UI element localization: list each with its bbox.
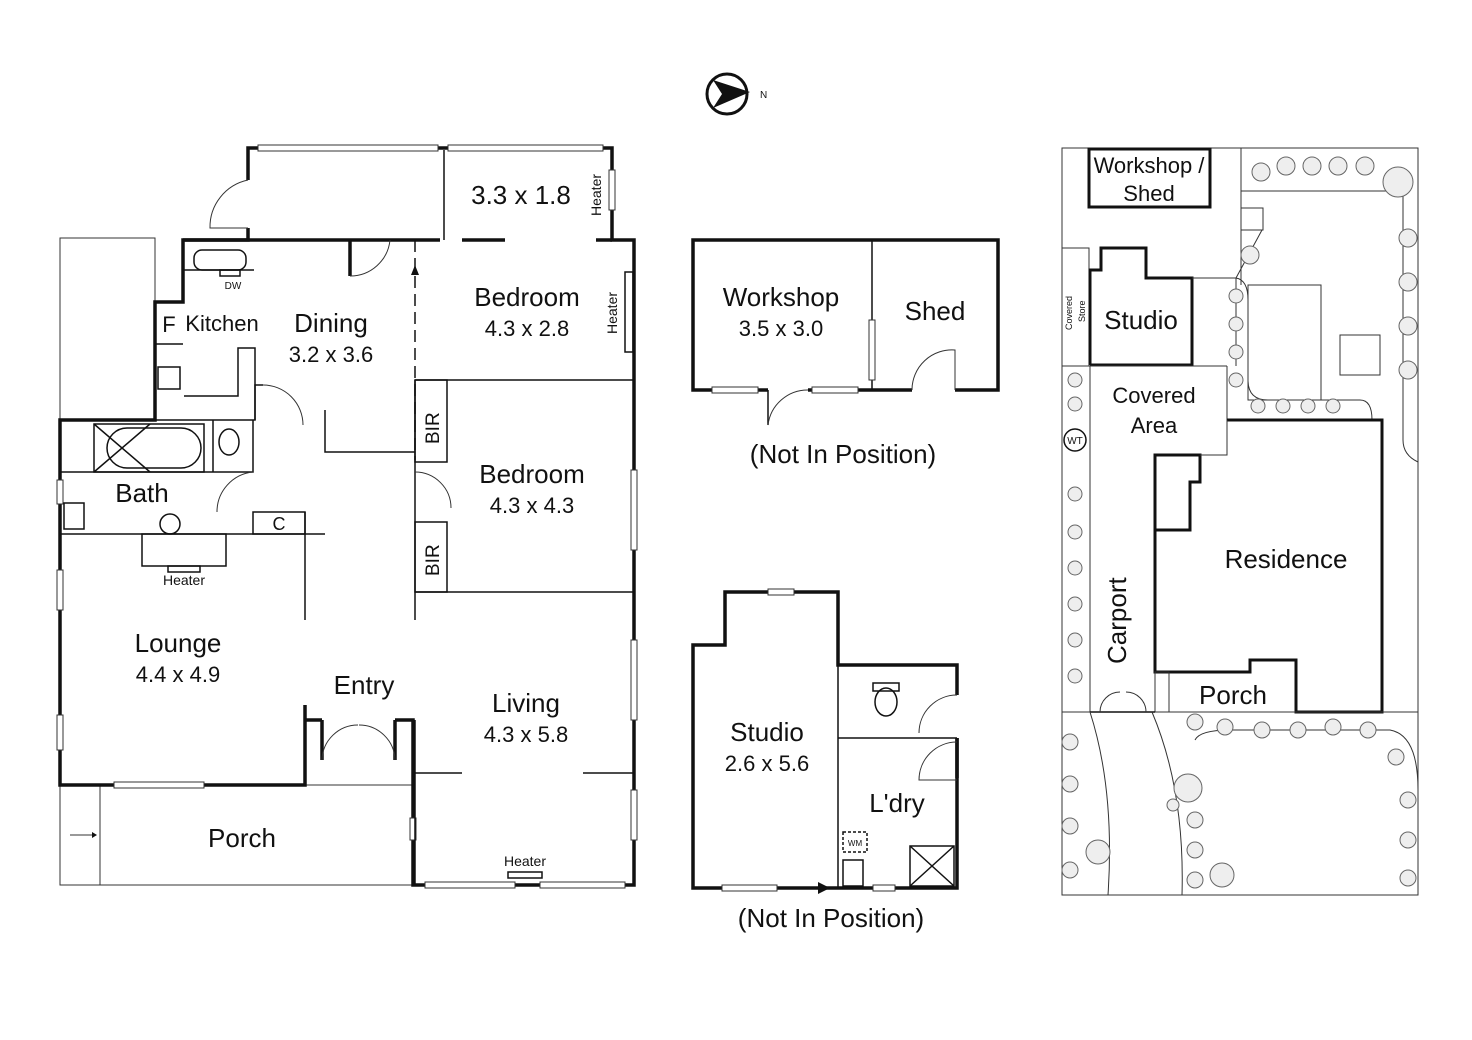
- bir-label-2: BIR: [423, 544, 444, 576]
- tree-icon: [1067, 632, 1083, 648]
- tree-icon: [1216, 718, 1234, 736]
- tree-icon: [1228, 288, 1244, 304]
- cupboard-label: C: [273, 514, 286, 534]
- room-bedroom2-name: Bedroom: [479, 459, 585, 489]
- tree-icon: [1275, 398, 1291, 414]
- tree-icon: [1186, 871, 1204, 889]
- residence-label: Residence: [1225, 544, 1348, 574]
- site-workshop-label-line2: Shed: [1123, 181, 1174, 206]
- room-bedroom1-name: Bedroom: [474, 282, 580, 312]
- site-porch-label: Porch: [1199, 680, 1267, 710]
- workshop-building-plan: [691, 238, 1000, 426]
- tree-icon: [1061, 733, 1079, 751]
- room-bedroom2-size: 4.3 x 4.3: [490, 493, 574, 518]
- tree-icon: [1067, 560, 1083, 576]
- bir-label-1: BIR: [423, 412, 444, 444]
- compass-label: N: [760, 90, 767, 101]
- studio-name: Studio: [730, 717, 804, 747]
- room-living-name: Living: [492, 688, 560, 718]
- tree-icon: [1302, 156, 1322, 176]
- tree-icon: [1061, 861, 1079, 879]
- tree-icon: [1399, 831, 1417, 849]
- tree-icon: [1166, 798, 1180, 812]
- tree-icon: [1399, 869, 1417, 887]
- tree-icon: [1067, 486, 1083, 502]
- site-trees: [1061, 156, 1418, 889]
- tree-icon: [1399, 791, 1417, 809]
- studio-size: 2.6 x 5.6: [725, 751, 809, 776]
- tree-icon: [1209, 862, 1235, 888]
- tree-icon: [1398, 316, 1418, 336]
- room-kitchen-name: Kitchen: [185, 311, 258, 336]
- site-studio-label: Studio: [1104, 305, 1178, 335]
- tree-icon: [1186, 713, 1204, 731]
- tree-icon: [1061, 817, 1079, 835]
- workshop-size: 3.5 x 3.0: [739, 316, 823, 341]
- tree-icon: [1253, 721, 1271, 739]
- tree-icon: [1325, 398, 1341, 414]
- fridge-label: F: [162, 312, 175, 337]
- shed-name: Shed: [905, 296, 966, 326]
- tree-icon: [1186, 811, 1204, 829]
- room-lounge-name: Lounge: [135, 628, 222, 658]
- site-workshop-label-line1: Workshop /: [1094, 153, 1206, 178]
- tree-icon: [1061, 775, 1079, 793]
- workshop-name: Workshop: [723, 282, 840, 312]
- tree-icon: [1359, 721, 1377, 739]
- tree-icon: [1398, 228, 1418, 248]
- tree-icon: [1382, 166, 1414, 198]
- room-lounge-size: 4.4 x 4.9: [136, 662, 220, 687]
- tree-icon: [1300, 398, 1316, 414]
- tree-icon: [1398, 272, 1418, 292]
- heater-label-ensuite: Heater: [588, 174, 604, 216]
- room-living-size: 4.3 x 5.8: [484, 722, 568, 747]
- room-bath-name: Bath: [115, 478, 169, 508]
- room-ensuite-size: 3.3 x 1.8: [471, 180, 571, 210]
- tree-icon: [1276, 156, 1296, 176]
- covered-store-label-line1: Covered: [1064, 296, 1074, 330]
- room-dining-name: Dining: [294, 308, 368, 338]
- tree-icon: [1067, 524, 1083, 540]
- washing-machine-label: WM: [848, 839, 863, 848]
- room-bedroom1-size: 4.3 x 2.8: [485, 316, 569, 341]
- tree-icon: [1240, 245, 1260, 265]
- tree-icon: [1328, 156, 1348, 176]
- tree-icon: [1067, 668, 1083, 684]
- water-tank-label: WT: [1067, 436, 1083, 447]
- tree-icon: [1289, 721, 1307, 739]
- room-dining-size: 3.2 x 3.6: [289, 342, 373, 367]
- heater-label-bedroom: Heater: [604, 292, 620, 334]
- tree-icon: [1173, 773, 1203, 803]
- room-porch-name: Porch: [208, 823, 276, 853]
- heater-label-living: Heater: [504, 853, 546, 869]
- tree-icon: [1398, 360, 1418, 380]
- covered-area-label-line1: Covered: [1112, 383, 1195, 408]
- tree-icon: [1067, 596, 1083, 612]
- laundry-name: L'dry: [869, 788, 925, 818]
- heater-label-lounge: Heater: [163, 572, 205, 588]
- site-plan: [1061, 147, 1419, 896]
- tree-icon: [1186, 841, 1204, 859]
- room-entry-name: Entry: [334, 670, 395, 700]
- studio-building-plan: [691, 588, 959, 894]
- dishwasher-label: DW: [225, 281, 242, 292]
- workshop-not-in-position-note: (Not In Position): [750, 439, 936, 469]
- tree-icon: [1387, 748, 1405, 766]
- covered-area-label-line2: Area: [1131, 413, 1178, 438]
- tree-icon: [1250, 398, 1266, 414]
- tree-icon: [1251, 162, 1271, 182]
- studio-not-in-position-note: (Not In Position): [738, 903, 924, 933]
- tree-icon: [1085, 839, 1111, 865]
- covered-store-label-line2: Store: [1077, 300, 1087, 322]
- tree-icon: [1067, 396, 1083, 412]
- tree-icon: [1228, 344, 1244, 360]
- north-compass-icon: N: [705, 72, 767, 116]
- carport-label: Carport: [1102, 577, 1132, 664]
- tree-icon: [1228, 372, 1244, 388]
- tree-icon: [1228, 316, 1244, 332]
- main-house-plan: [56, 144, 638, 889]
- tree-icon: [1324, 718, 1342, 736]
- tree-icon: [1067, 372, 1083, 388]
- tree-icon: [1355, 156, 1375, 176]
